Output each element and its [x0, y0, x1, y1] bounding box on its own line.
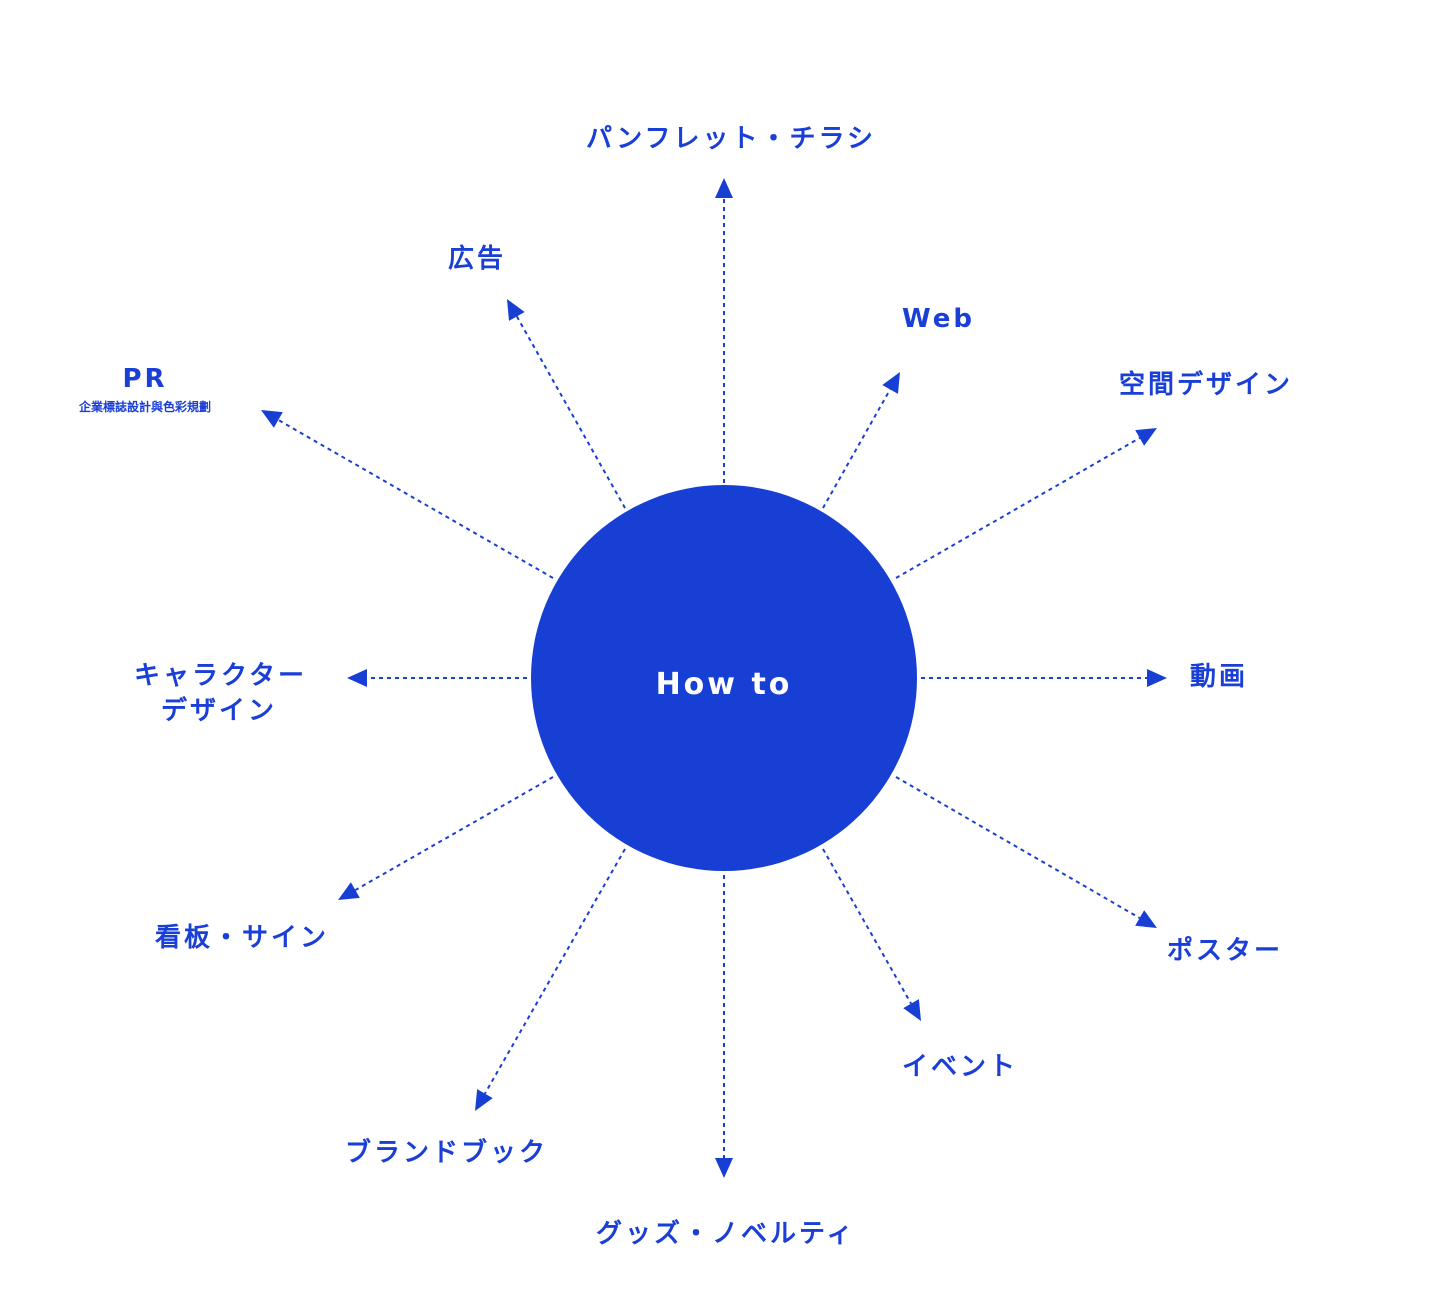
arrowhead-icon	[1147, 669, 1167, 687]
character-line1: キャラクター	[134, 661, 307, 691]
arrowhead-icon	[1135, 428, 1157, 446]
arrowhead-icon	[1135, 910, 1157, 928]
arrow-line	[354, 776, 554, 891]
arrowhead-icon	[882, 372, 900, 394]
arrowhead-icon	[715, 178, 733, 198]
arrowhead-icon	[715, 1158, 733, 1178]
arrowhead-icon	[903, 999, 921, 1021]
arrowhead-icon	[475, 1089, 493, 1111]
label-character-design: キャラクターデザイン	[134, 659, 304, 729]
label-pamphlet: パンフレット・チラシ	[586, 124, 877, 154]
label-space-design: 空間デザイン	[1119, 370, 1294, 400]
label-event: イベント	[902, 1052, 1019, 1082]
arrow-line	[895, 776, 1141, 919]
arrow-line	[277, 419, 554, 579]
pr-subtitle: 企業標誌設計與色彩規劃	[78, 400, 211, 415]
arrowhead-icon	[347, 669, 367, 687]
arrow-line	[895, 437, 1141, 579]
label-brandbook: ブランドブック	[345, 1138, 549, 1168]
center-circle: How to	[531, 485, 917, 871]
label-pr: PR 企業標誌設計與色彩規劃	[66, 362, 224, 415]
character-line2: デザイン	[160, 696, 277, 727]
label-goods: グッズ・ノベルティ	[596, 1219, 856, 1249]
label-advertising: 広告	[448, 244, 507, 274]
arrow-line	[515, 315, 626, 509]
arrow-line	[484, 848, 626, 1095]
center-label: How to	[655, 666, 793, 702]
pr-title: PR	[122, 364, 168, 394]
arrowhead-icon	[338, 882, 360, 900]
label-web: Web	[902, 304, 975, 334]
label-poster: ポスター	[1167, 936, 1284, 966]
arrowhead-icon	[261, 410, 283, 428]
label-video: 動画	[1190, 662, 1249, 692]
label-signboard: 看板・サイン	[155, 923, 330, 953]
arrow-line	[822, 848, 912, 1005]
arrowhead-icon	[507, 299, 525, 321]
arrow-line	[822, 388, 892, 509]
